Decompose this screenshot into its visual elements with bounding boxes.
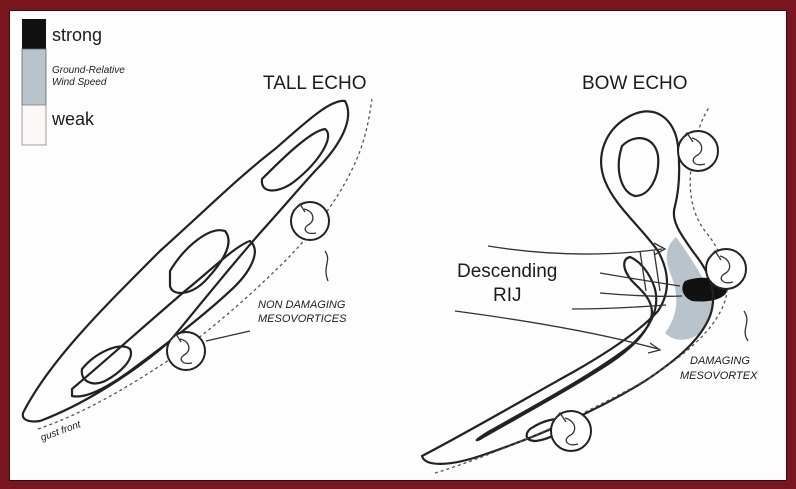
- gust-front-label: gust front: [39, 419, 83, 444]
- legend-swatch-weak: [22, 105, 46, 145]
- bow-echo-mesovortex-bottom: [551, 411, 591, 451]
- bow-echo-title: BOW ECHO: [582, 73, 688, 94]
- legend: strong Ground-Relative Wind Speed weak: [22, 19, 125, 145]
- bow-echo-drawing: Descending RIJ DAMAGING MESOVORTEX: [422, 106, 758, 473]
- rij-arrow-5: [455, 311, 658, 349]
- tall-echo-inner-contour-1: [72, 241, 255, 397]
- legend-swatch-middle: [22, 49, 46, 105]
- tall-echo-title: TALL ECHO: [263, 73, 366, 94]
- rij-arrow-6: [640, 251, 660, 291]
- rij-arrow-3: [600, 293, 682, 296]
- damaging-label-line1: DAMAGING: [690, 355, 750, 367]
- non-damaging-label-line2: MESOVORTICES: [258, 313, 347, 325]
- tall-echo-gust-front: [38, 99, 372, 429]
- non-damaging-arrow-up: [325, 251, 328, 281]
- tall-echo-outer-contour: [23, 101, 348, 422]
- diagram-frame: strong Ground-Relative Wind Speed weak T…: [9, 10, 787, 481]
- tall-echo-mesovortex-upper: [291, 202, 329, 240]
- bow-echo-mesovortex-top: [678, 131, 718, 171]
- legend-swatch-strong: [22, 19, 46, 49]
- legend-middle-label-line1: Ground-Relative: [52, 65, 125, 76]
- tall-echo-core-1: [170, 230, 228, 293]
- tall-echo-drawing: NON DAMAGING MESOVORTICES gust front: [23, 99, 372, 444]
- non-damaging-label-line1: NON DAMAGING: [258, 299, 346, 311]
- legend-weak-label: weak: [51, 109, 95, 129]
- damaging-label-line2: MESOVORTEX: [680, 370, 758, 382]
- damaging-arrow: [744, 311, 748, 341]
- tall-echo-mesovortex-lower: [167, 332, 205, 370]
- non-damaging-arrow-left: [206, 331, 250, 341]
- bow-echo-comma-core: [619, 138, 658, 196]
- legend-middle-label-line2: Wind Speed: [52, 77, 107, 88]
- descending-label-line2: RIJ: [493, 285, 522, 306]
- tall-echo-core-3: [262, 129, 328, 191]
- rij-arrow-1: [488, 246, 662, 254]
- legend-strong-label: strong: [52, 25, 102, 45]
- descending-label-line1: Descending: [457, 261, 557, 282]
- bow-echo-mesovortex-damaging: [706, 249, 746, 289]
- bow-echo-diagram: strong Ground-Relative Wind Speed weak T…: [10, 11, 788, 482]
